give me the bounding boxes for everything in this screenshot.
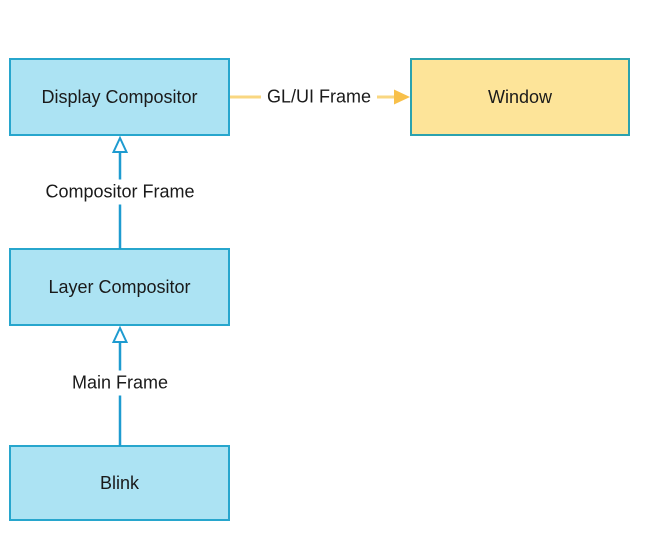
node-layer-compositor-label: Layer Compositor: [48, 276, 191, 297]
node-layer-compositor: Layer Compositor: [9, 248, 230, 326]
arrowhead-up-open-icon: [111, 135, 129, 153]
node-display-compositor-label: Display Compositor: [41, 86, 198, 107]
edge-gl-ui-frame-label: GL/UI Frame: [260, 84, 378, 110]
node-blink: Blink: [9, 445, 230, 521]
node-display-compositor: Display Compositor: [9, 58, 230, 136]
edge-compositor-frame-label: Compositor Frame: [39, 179, 201, 205]
arrowhead-up-open-icon: [111, 325, 129, 343]
edge-main-frame-label: Main Frame: [65, 370, 175, 396]
node-blink-label: Blink: [99, 472, 139, 493]
node-window: Window: [410, 58, 630, 136]
node-window-label: Window: [487, 86, 553, 107]
arrowhead-right-icon: [394, 89, 410, 105]
